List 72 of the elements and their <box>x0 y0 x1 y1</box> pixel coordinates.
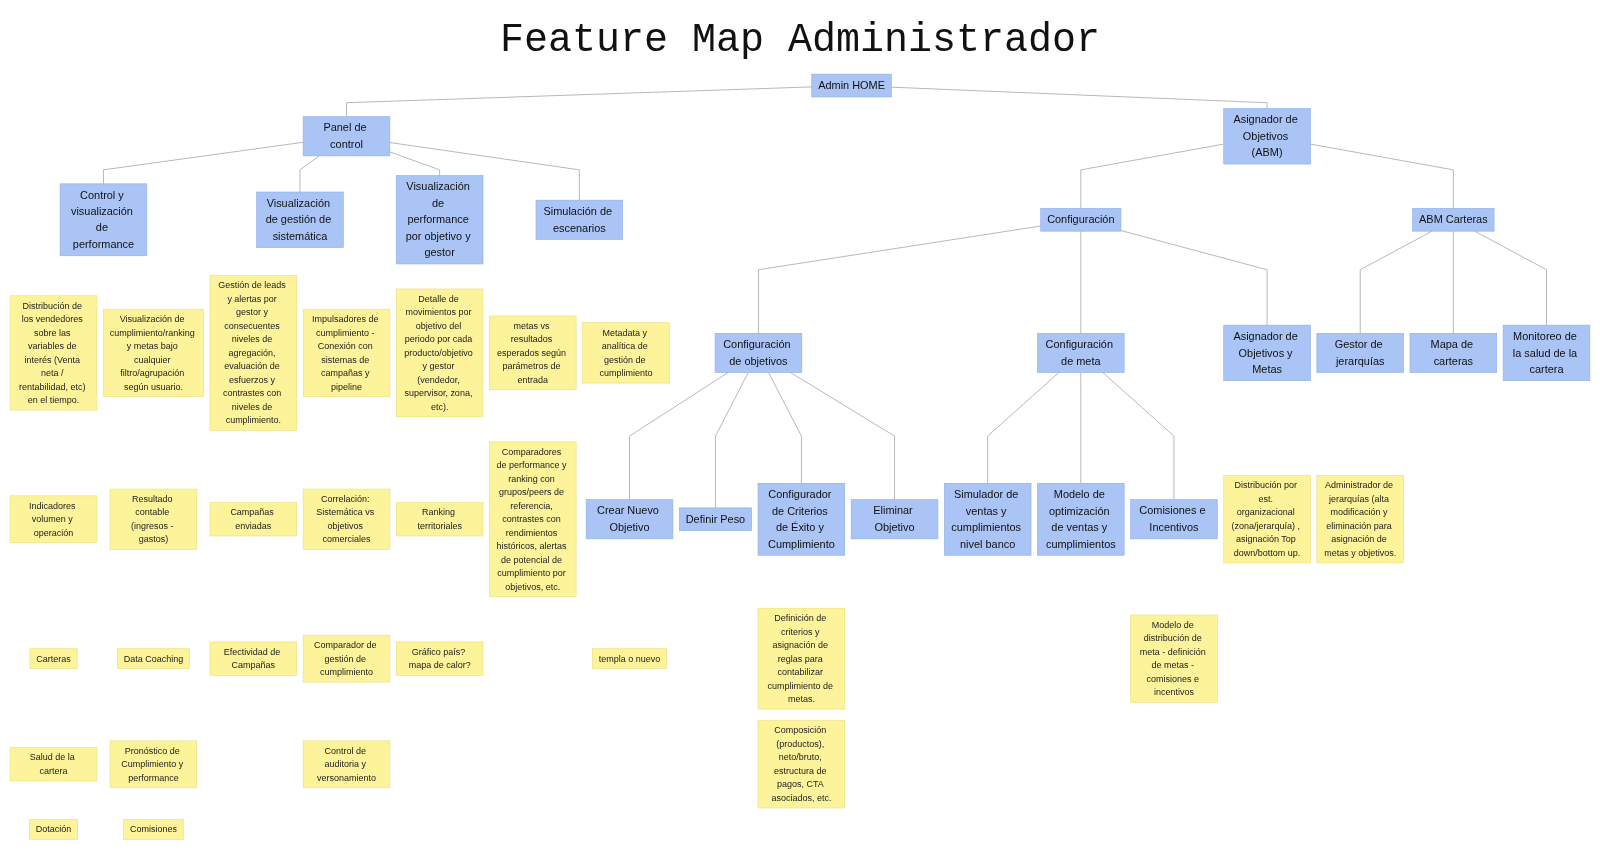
connector <box>389 151 441 177</box>
node-box: Distribución por est. organizacional (zona/jerarquía) , asignación Top down/bottom up. <box>1223 475 1311 564</box>
connector <box>1474 230 1547 326</box>
node-box: Control de auditoria y versonamiento <box>302 740 391 789</box>
node-box: Impulsadores de cumplimiento - Conexión con sistemas de campañas y pipeline <box>302 308 391 397</box>
node-box: Comisiones <box>123 819 184 840</box>
node-box: Configuración de objetivos <box>714 333 803 373</box>
node-box: Admin HOME <box>811 73 892 98</box>
node-box: Data Coaching <box>116 648 190 669</box>
node-box: Comparadores de performance y ranking con grupos/peers de referencia, contrastes con rendimientos históricos, alertas de potencial de cumplimiento por objetivos, etc. <box>489 441 577 597</box>
connector <box>102 141 304 185</box>
connector <box>1080 230 1082 334</box>
node-box: Dotación <box>29 819 78 840</box>
node-box: Configuración <box>1040 208 1122 232</box>
connector <box>1452 230 1454 334</box>
node-box: Asignador de Objetivos y Metas <box>1223 324 1311 381</box>
connector <box>299 155 320 193</box>
connector <box>757 225 1042 334</box>
node-box: Control y visualización de performance <box>59 183 148 257</box>
node-box: Correlación: Sistemática vs objetivos comerciales <box>302 488 391 550</box>
node-box: Resultado contable (ingresos - gastos) <box>109 488 198 550</box>
node-box: Crear Nuevo Objetivo <box>585 499 674 540</box>
connector <box>715 372 749 509</box>
node-box: Detalle de movimientos por objetivo del periodo por cada producto/objetivo y gestor (vendedor, supervisor, zona, etc). <box>395 288 484 418</box>
node-box: Administrador de jerarquías (alta modificación y eliminación para asignación de metas y objetivos. <box>1316 475 1404 564</box>
node-box: Modelo de distribución de meta - definición de metas - comisiones e incentivos <box>1130 614 1218 703</box>
connector <box>629 372 729 501</box>
node-box: Configuración de meta <box>1037 333 1125 373</box>
node-box: metas vs resultados esperados según parámetros de entrada <box>489 315 577 391</box>
node-box: Asignador de Objetivos (ABM) <box>1223 108 1311 165</box>
node-box: Salud de la cartera <box>9 747 98 782</box>
node-box: Composición (productos), neto/bruto, estructura de pagos, CTA asociados, etc. <box>757 720 846 809</box>
connector <box>389 142 580 201</box>
node-box: Indicadores volumen y operación <box>9 495 98 544</box>
connector <box>1080 143 1225 209</box>
connector <box>987 372 1060 484</box>
node-box: Simulación de escenarios <box>535 199 624 240</box>
node-box: Definir Peso <box>678 507 752 531</box>
node-box: Comparador de gestión de cumplimiento <box>302 634 391 683</box>
node-box: Efectividad de Campañas <box>209 641 298 676</box>
node-box: Monitoreo de la salud de la cartera <box>1502 324 1591 381</box>
node-box: Panel de control <box>302 116 391 157</box>
node-box: Modelo de optimización de ventas y cumplimientos <box>1037 483 1125 556</box>
node-box: Gestor de jerarquías <box>1316 333 1404 373</box>
connector <box>890 86 1268 109</box>
node-box: Visualización de performance por objetivo y gestor <box>395 175 484 265</box>
connector <box>346 86 813 118</box>
connector <box>1120 230 1268 326</box>
node-box: Gestión de leads y alertas por gestor y consecuentes niveles de agregación, evaluación de esfuerzos y contrastes con niveles de cumplimiento. <box>209 275 298 431</box>
node-box: templa o nuevo <box>592 648 667 669</box>
connector <box>1309 143 1454 209</box>
node-box: Ranking territoriales <box>395 502 484 537</box>
diagram-title: Feature Map Administrador <box>498 18 1102 63</box>
node-box: Metadata y analítica de gestión de cumplimiento <box>582 322 670 384</box>
connector <box>1080 372 1082 484</box>
node-box: Comisiones e Incentivos <box>1130 499 1218 540</box>
node-box: Mapa de carteras <box>1409 333 1498 373</box>
node-box: Configurador de Criterios de Éxito y Cumplimiento <box>757 483 846 556</box>
node-box: Campañas enviadas <box>209 502 298 537</box>
node-box: Visualización de cumplimiento/ranking y metas bajo cualquier filtro/agrupación según usuario. <box>102 308 204 397</box>
connector <box>790 372 895 501</box>
connector <box>768 372 802 484</box>
node-box: ABM Carteras <box>1412 208 1495 232</box>
node-box: Gráfico país? mapa de calor? <box>395 641 484 676</box>
node-box: Eliminar Objetivo <box>850 499 939 540</box>
node-box: Distribución de los vendedores sobre las variables de interés (Venta neta / rentabilidad, etc) en el tiempo. <box>9 295 98 411</box>
connector <box>1102 372 1175 501</box>
node-box: Visualización de gestión de sistemática <box>256 191 344 248</box>
node-box: Carteras <box>29 648 78 669</box>
node-box: Simulador de ventas y cumplimientos nivel banco <box>944 483 1032 556</box>
node-box: Definición de criterios y asignación de reglas para contabilizar cumplimiento de metas. <box>757 607 846 710</box>
node-box: Pronóstico de Cumplimiento y performance <box>109 740 198 789</box>
